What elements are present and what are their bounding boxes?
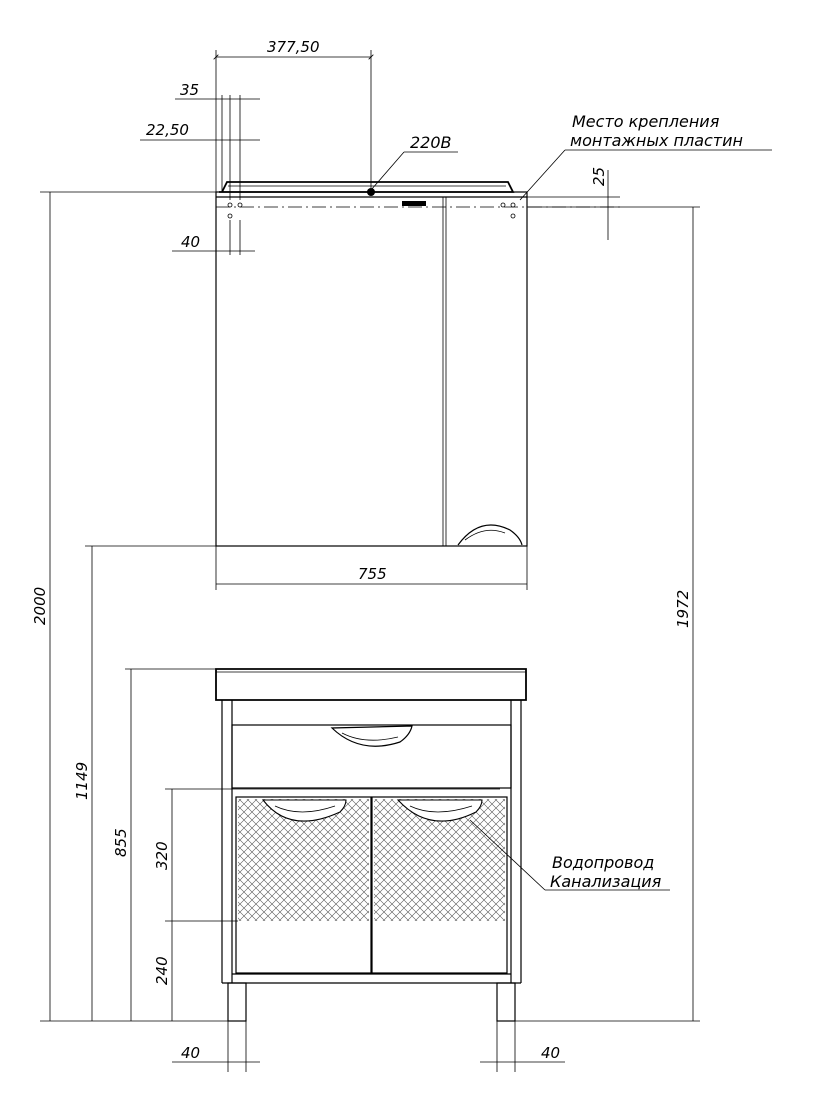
- dim-leg-left: 40: [181, 1044, 200, 1062]
- water-label-line1: Водопровод: [552, 853, 654, 872]
- dim-pipe-low: 240: [153, 956, 171, 985]
- outlet-label: 220В: [410, 133, 452, 152]
- dim-plate-height: 25: [590, 167, 608, 186]
- dim-mirror-width: 755: [358, 565, 387, 583]
- dim-total-height: 2000: [31, 587, 49, 625]
- dim-pipe-zone: 320: [153, 841, 171, 870]
- mount-label-line1: Место крепления: [572, 112, 720, 131]
- mirror-cabinet: [215, 181, 620, 547]
- outlet-icon: [367, 188, 375, 196]
- dimension-labels: 377,50 35 22,50 40 755 40 40 25 2000 197…: [31, 38, 692, 1062]
- dim-cabinet-1149: 1149: [73, 762, 91, 800]
- dim-offset-outlet: 377,50: [267, 38, 320, 56]
- callout-labels: 220В Место крепления монтажных пластин В…: [410, 112, 743, 891]
- dimension-lines: [40, 50, 772, 1072]
- dim-vanity-height: 855: [112, 828, 130, 857]
- dim-leg-right: 40: [541, 1044, 560, 1062]
- dim-install-height: 1972: [674, 590, 692, 628]
- dim-hole-left: 40: [181, 233, 200, 251]
- vanity-unit: [215, 668, 527, 1022]
- dim-bracket-22: 22,50: [146, 121, 189, 139]
- water-label-line2: Канализация: [550, 872, 662, 891]
- dim-bracket-35: 35: [180, 81, 199, 99]
- mount-label-line2: монтажных пластин: [570, 131, 743, 150]
